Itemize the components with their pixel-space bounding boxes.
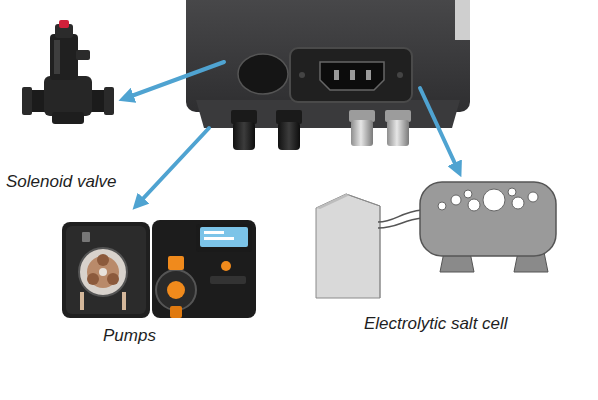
dosing-pump (168, 256, 184, 270)
solenoid-valve (44, 76, 92, 116)
salt-cell (420, 182, 556, 272)
control-unit (397, 72, 403, 78)
cable-gland (233, 122, 255, 150)
salt-cell (420, 182, 556, 256)
dosing-pump (221, 261, 231, 271)
dosing-pump (196, 224, 252, 252)
peristaltic-pump (82, 292, 124, 310)
control-unit (186, 0, 470, 112)
control-unit (320, 62, 384, 90)
salt-cell (451, 195, 461, 205)
cable-gland (231, 110, 257, 124)
peristaltic-pump (82, 232, 90, 242)
peristaltic-pump (66, 226, 146, 314)
control-unit (186, 0, 470, 128)
peristaltic-pump (79, 248, 127, 296)
solenoid-valve (54, 40, 60, 74)
salt-cell (464, 190, 472, 198)
component-label: Pumps (103, 326, 156, 346)
dosing-pump (204, 231, 224, 234)
dosing-pump (210, 276, 246, 284)
salt-cell-controller (346, 194, 380, 298)
dosing-pump (200, 227, 248, 247)
control-unit (350, 70, 355, 80)
cell-cable (378, 210, 422, 228)
component-label: Electrolytic salt cell (364, 314, 508, 334)
cell-cable (378, 210, 422, 222)
dosing-pump (170, 306, 182, 318)
solenoid-valve (22, 87, 32, 115)
salt-cell-controller (316, 194, 350, 209)
peristaltic-pump (87, 273, 99, 285)
dosing-pump (204, 237, 234, 240)
solenoid-valve (76, 50, 90, 60)
leader-arrow (420, 88, 458, 170)
peristaltic-pump (97, 254, 109, 266)
control-unit (366, 70, 371, 80)
component-label: Solenoid valve (6, 172, 117, 192)
cell-cable (378, 218, 422, 228)
salt-cell (528, 192, 538, 202)
leader-arrow (126, 62, 224, 98)
salt-cell (468, 199, 480, 211)
salt-cell (512, 197, 524, 209)
solenoid-valve (50, 34, 78, 80)
leader-arrow (138, 128, 209, 204)
dosing-pump (156, 270, 196, 310)
peristaltic-pump (62, 222, 150, 318)
salt-cell (438, 202, 446, 210)
control-unit (299, 72, 305, 78)
cable-gland (276, 110, 302, 124)
solenoid-valve (22, 20, 114, 124)
peristaltic-pump (99, 268, 107, 276)
cable-gland (351, 120, 373, 146)
control-unit (290, 48, 412, 102)
cable-gland (278, 122, 300, 150)
cable-gland (231, 110, 411, 150)
control-unit (334, 70, 339, 80)
control-unit (238, 54, 288, 94)
peristaltic-pump (107, 273, 119, 285)
salt-cell (483, 189, 505, 211)
dosing-pump (167, 281, 185, 299)
salt-cell-controller (316, 194, 380, 298)
peristaltic-pump (62, 222, 150, 318)
control-unit (455, 0, 470, 40)
salt-cell (508, 188, 516, 196)
leader-arrow (126, 62, 458, 204)
cable-gland (387, 120, 409, 146)
solenoid-valve (104, 87, 114, 115)
dosing-pump (152, 220, 256, 318)
solenoid-valve (52, 112, 84, 124)
solenoid-valve (59, 20, 69, 28)
dosing-pump (152, 220, 256, 318)
salt-cell-controller (316, 194, 380, 298)
